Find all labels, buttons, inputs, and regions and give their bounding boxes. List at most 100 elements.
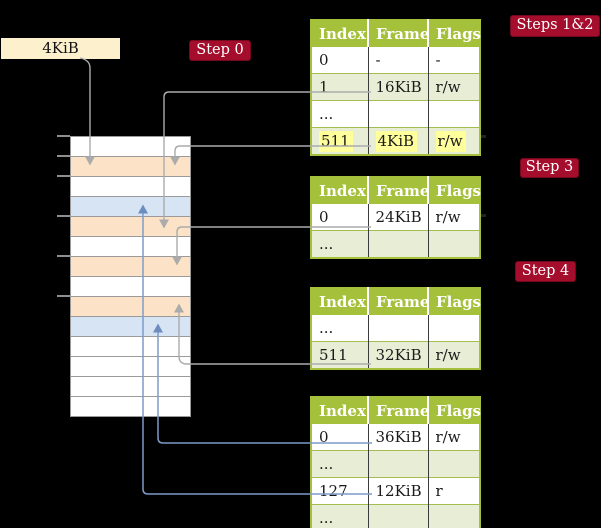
column-header-flags: Flags [428, 20, 481, 47]
cell-flags [428, 504, 480, 528]
cell-index: ... [311, 504, 369, 528]
tick-mark [57, 155, 70, 157]
column-header-index: Index [311, 177, 369, 204]
table-row: 127 12KiB r [311, 477, 480, 505]
page-size-label: 4KiB [42, 39, 79, 57]
cell-frame [368, 450, 429, 478]
cell-flags [428, 230, 480, 258]
tick-mark [57, 215, 70, 217]
cell-flags: r/w [428, 127, 480, 155]
cell-frame: 24KiB [368, 204, 429, 231]
page-table-step-4: Index Frame Flags ... 511 32KiB r/w [310, 287, 481, 370]
arrow-stub [481, 135, 486, 138]
memory-frame-row [71, 217, 190, 237]
cell-frame [368, 230, 429, 258]
memory-frame-row [71, 237, 190, 257]
cell-frame [368, 100, 429, 128]
cell-flags: r/w [428, 73, 480, 101]
cell-flags [428, 315, 480, 342]
badge-step-0: Step 0 [189, 40, 251, 61]
cell-frame: - [368, 47, 429, 74]
cell-index: 511 [311, 127, 369, 155]
badge-step-3: Step 3 [520, 158, 579, 178]
column-header-frame: Frame [368, 288, 429, 315]
column-header-flags: Flags [428, 177, 481, 204]
cell-index: 0 [311, 47, 369, 74]
memory-frame-row [71, 177, 190, 197]
cell-frame: 16KiB [368, 73, 429, 101]
cell-flags [428, 450, 480, 478]
page-table-steps-1-2: Index Frame Flags 0 - - 1 16KiB r/w ... … [310, 19, 481, 156]
column-header-index: Index [311, 397, 369, 424]
table-header-row: Index Frame Flags [311, 177, 481, 204]
table-row: 1 16KiB r/w [311, 73, 480, 101]
page-table-step-3: Index Frame Flags 0 24KiB r/w ... [310, 176, 481, 259]
tick-mark [57, 175, 70, 177]
memory-frame-row [71, 357, 190, 377]
memory-frame-row [71, 317, 190, 337]
memory-frame-row [71, 297, 190, 317]
cell-index: ... [311, 100, 369, 128]
column-header-frame: Frame [368, 177, 429, 204]
highlighted-value: r/w [435, 131, 466, 152]
badge-step-4: Step 4 [515, 261, 576, 282]
table-header-row: Index Frame Flags [311, 397, 481, 424]
memory-frame-row [71, 137, 190, 157]
table-row: 0 36KiB r/w [311, 424, 480, 451]
column-header-frame: Frame [368, 20, 429, 47]
cell-frame: 32KiB [368, 341, 429, 369]
cell-index: ... [311, 450, 369, 478]
cell-frame [368, 315, 429, 342]
cell-flags [428, 100, 480, 128]
table-row: ... [311, 315, 480, 342]
column-header-index: Index [311, 288, 369, 315]
memory-frame-row [71, 157, 190, 177]
table-row-highlighted: 511 4KiB r/w [311, 127, 480, 155]
table-row: ... [311, 504, 480, 528]
cell-index: ... [311, 315, 369, 342]
highlighted-value: 511 [319, 131, 353, 152]
tick-mark [57, 255, 70, 257]
highlighted-value: 4KiB [375, 131, 418, 152]
cell-frame: 4KiB [368, 127, 429, 155]
memory-frame-row [71, 337, 190, 357]
cell-index: 0 [311, 424, 369, 451]
memory-column [70, 136, 191, 417]
page-table-final: Index Frame Flags 0 36KiB r/w ... 127 12… [310, 396, 481, 528]
table-row: ... [311, 230, 480, 258]
table-row: ... [311, 100, 480, 128]
cell-index: 1 [311, 73, 369, 101]
table-header-row: Index Frame Flags [311, 288, 481, 315]
column-header-flags: Flags [428, 397, 481, 424]
memory-frame-row [71, 257, 190, 277]
memory-frame-row [71, 197, 190, 217]
cell-flags: r [428, 477, 480, 505]
memory-frame-row [71, 277, 190, 297]
cell-index: 511 [311, 341, 369, 369]
cell-frame: 36KiB [368, 424, 429, 451]
cell-index: 0 [311, 204, 369, 231]
tick-mark [57, 135, 70, 137]
tick-mark [57, 295, 70, 297]
table-row: 0 - - [311, 47, 480, 74]
column-header-index: Index [311, 20, 369, 47]
arrow-stub [481, 214, 486, 217]
cell-flags: r/w [428, 341, 480, 369]
table-row: 511 32KiB r/w [311, 341, 480, 369]
column-header-flags: Flags [428, 288, 481, 315]
table-header-row: Index Frame Flags [311, 20, 481, 47]
memory-frame-row [71, 397, 190, 416]
cell-frame [368, 504, 429, 528]
cell-index: 127 [311, 477, 369, 505]
badge-steps-1-2: Steps 1&2 [510, 15, 600, 37]
cell-flags: - [435, 51, 441, 69]
cell-flags: r/w [435, 208, 461, 226]
cell-frame: 12KiB [368, 477, 429, 505]
table-row: 0 24KiB r/w [311, 204, 480, 231]
cell-flags: r/w [435, 428, 461, 446]
memory-frame-row [71, 377, 190, 397]
cell-index: ... [311, 230, 369, 258]
column-header-frame: Frame [368, 397, 429, 424]
table-row: ... [311, 450, 480, 478]
